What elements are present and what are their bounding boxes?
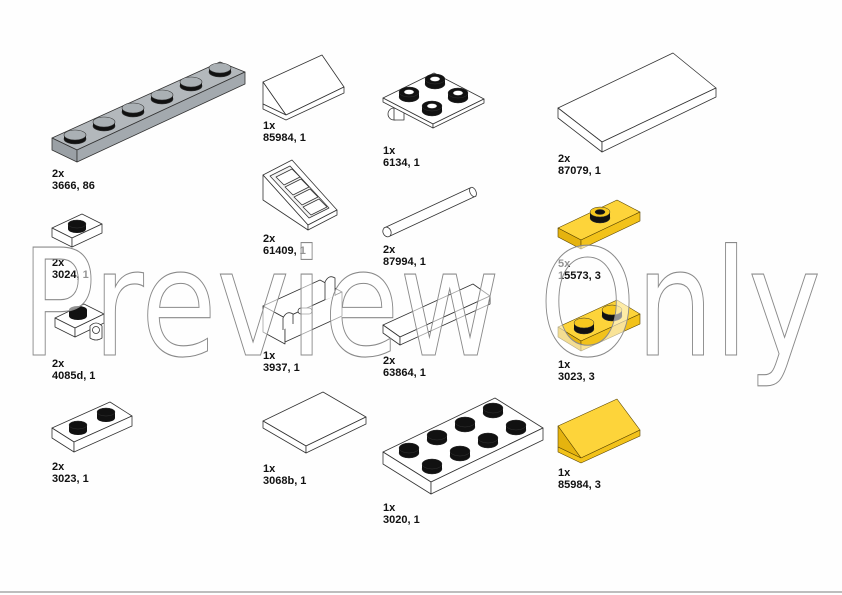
page-bottom-rule (0, 591, 842, 593)
part-id-color: 85984, 3 (558, 479, 601, 491)
part-quantity: 1x (558, 467, 571, 479)
part-id-color: 3666, 86 (52, 180, 95, 192)
part-id-color: 87079, 1 (558, 165, 601, 177)
part-quantity: 2x (52, 358, 65, 370)
part-id-color: 3020, 1 (383, 514, 420, 526)
part-id-color: 15573, 3 (558, 270, 601, 282)
part-quantity: 1x (263, 350, 276, 362)
part-quantity: 2x (263, 233, 276, 245)
part-quantity: 5x (558, 258, 571, 270)
part-id-color: 61409, 1 (263, 245, 306, 257)
part-quantity: 1x (263, 463, 276, 475)
part-quantity: 1x (263, 120, 276, 132)
part-id-color: 3024, 1 (52, 269, 89, 281)
part-id-color: 87994, 1 (383, 256, 426, 268)
part-quantity: 2x (52, 168, 65, 180)
part-quantity: 2x (52, 257, 65, 269)
part-id-color: 3068b, 1 (263, 475, 307, 487)
part-quantity: 2x (558, 153, 571, 165)
part-quantity: 2x (383, 244, 396, 256)
part-quantity: 2x (383, 355, 396, 367)
part-quantity: 1x (383, 502, 396, 514)
part-id-color: 85984, 1 (263, 132, 306, 144)
part-id-color: 3023, 1 (52, 473, 89, 485)
part-quantity: 1x (558, 359, 571, 371)
part-id-color: 63864, 1 (383, 367, 426, 379)
part-quantity: 2x (52, 461, 65, 473)
part-id-color: 4085d, 1 (52, 370, 96, 382)
part-id-color: 3023, 3 (558, 371, 595, 383)
part-id-color: 3937, 1 (263, 362, 300, 374)
part-quantity: 1x (383, 145, 396, 157)
part-id-color: 6134, 1 (383, 157, 420, 169)
